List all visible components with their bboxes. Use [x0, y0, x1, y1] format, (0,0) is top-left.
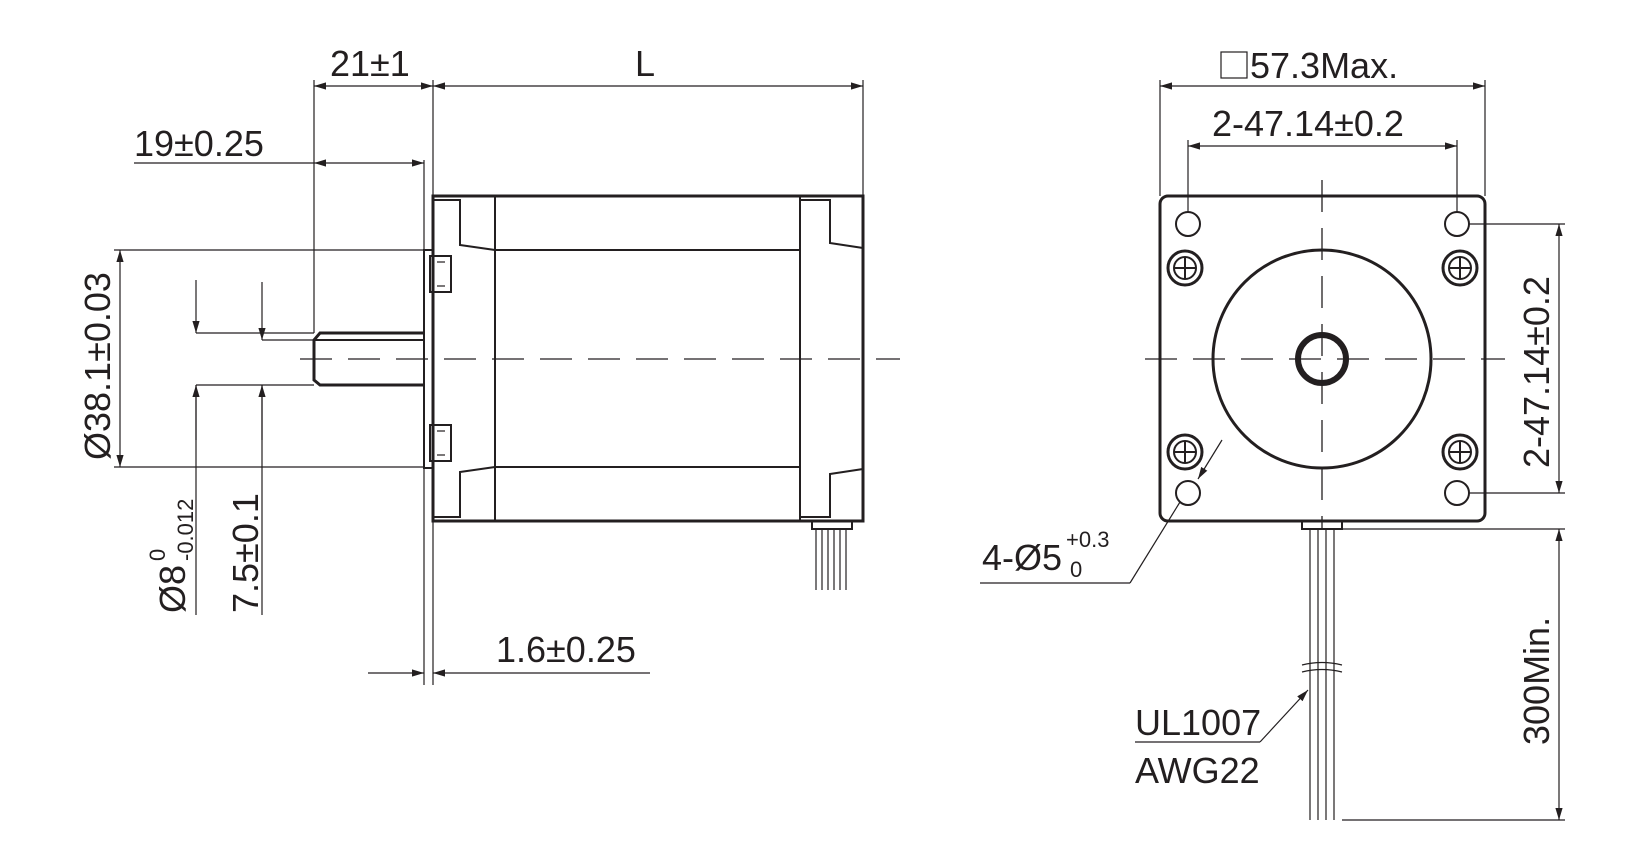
- shaft-circle: [1295, 332, 1349, 386]
- dim-length: L: [635, 43, 655, 84]
- dim-boss-height: 1.6±0.25: [496, 629, 636, 670]
- svg-text:Ø8: Ø8: [152, 565, 193, 613]
- shaft: [312, 331, 424, 387]
- svg-text:-0.012: -0.012: [173, 499, 198, 561]
- side-view: 21±1 L 19±0.25 Ø38.1±0.03 Ø8 0 -0.012 7.…: [77, 43, 900, 685]
- dim-lead-length: 300Min.: [1516, 617, 1557, 745]
- boss-circle: [1211, 248, 1433, 470]
- screws: [1166, 249, 1479, 471]
- dim-shaft-diameter: Ø8 0 -0.012: [145, 499, 198, 613]
- dim-hole-spacing-h: 2-47.14±0.2: [1212, 103, 1404, 144]
- dim-flat-depth: 7.5±0.1: [225, 493, 266, 613]
- front-view: 57.3Max. 2-47.14±0.2 2-47.14±0.2 300Min.…: [980, 45, 1565, 821]
- side-lead-wires: [811, 520, 853, 590]
- lead-wire-gauge: AWG22: [1135, 750, 1260, 791]
- svg-text:4-Ø5: 4-Ø5: [982, 537, 1062, 578]
- dim-shaft-flat: 19±0.25: [134, 123, 264, 164]
- dim-flange-square: 57.3Max.: [1250, 45, 1398, 86]
- dim-shaft-total: 21±1: [330, 43, 410, 84]
- front-lead-wires: [1301, 520, 1343, 820]
- svg-text:0: 0: [1070, 557, 1082, 582]
- hole-leader: [980, 439, 1223, 584]
- square-symbol-icon: [1220, 51, 1248, 79]
- side-extension-lines: [114, 80, 864, 685]
- svg-text:+0.3: +0.3: [1066, 527, 1109, 552]
- svg-text:0: 0: [145, 549, 170, 561]
- dim-boss-diameter: Ø38.1±0.03: [77, 272, 118, 460]
- lead-wire-type: UL1007: [1135, 702, 1261, 743]
- front-extension-lines: [1159, 80, 1565, 821]
- dim-holes: 4-Ø5 +0.3 0: [982, 527, 1109, 582]
- wire-leader: [1135, 689, 1309, 743]
- dim-hole-spacing-v: 2-47.14±0.2: [1516, 276, 1557, 468]
